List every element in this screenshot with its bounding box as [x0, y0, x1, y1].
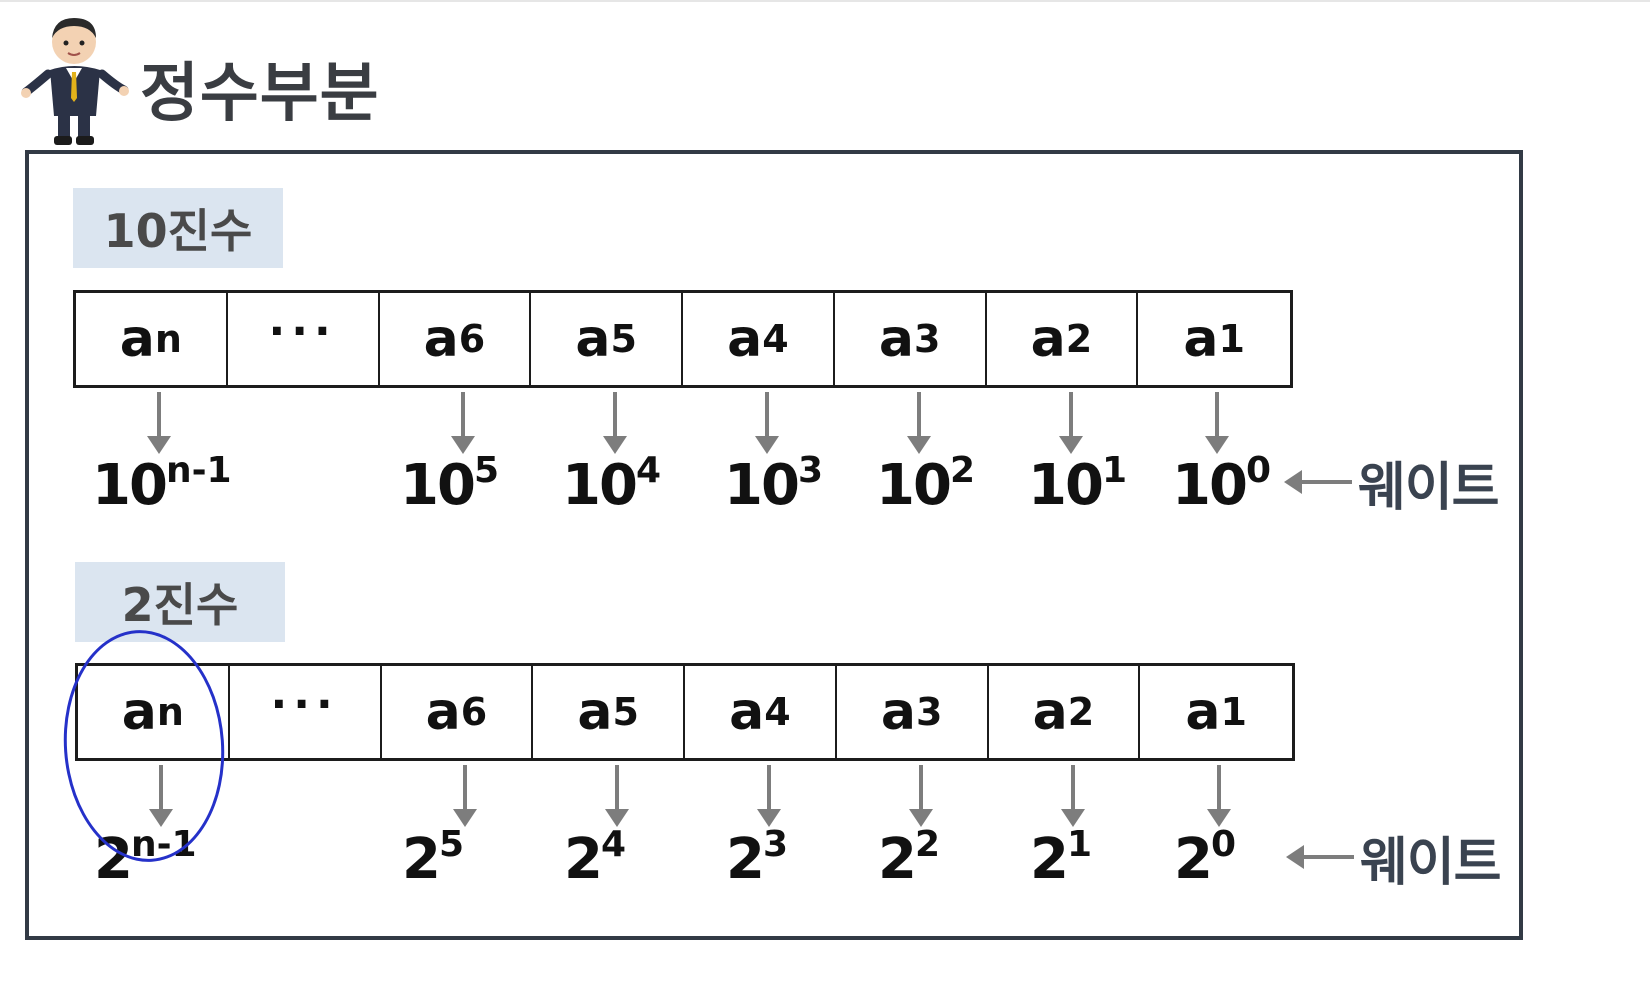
down-arrow-icon [1207, 765, 1231, 827]
binary-weight-0: 20 [1174, 824, 1237, 892]
down-arrow-icon [1205, 392, 1229, 454]
down-arrow-icon [603, 392, 627, 454]
binary-weight-1: 21 [1030, 824, 1093, 892]
down-arrow-icon [605, 765, 629, 827]
down-arrow-icon [453, 765, 477, 827]
digit-cell-ellipsis: ··· [228, 293, 380, 385]
content-frame [25, 150, 1523, 940]
down-arrow-icon [907, 392, 931, 454]
decimal-weight-2: 102 [876, 450, 975, 518]
binary-weight-5: 25 [402, 824, 465, 892]
top-divider [0, 0, 1650, 2]
down-arrow-icon [1059, 392, 1083, 454]
decimal-label: 10진수 [73, 188, 283, 268]
decimal-weight-4: 104 [562, 450, 661, 518]
binary-weight-3: 23 [726, 824, 789, 892]
down-arrow-icon [149, 765, 173, 827]
binary-weight-4: 24 [564, 824, 627, 892]
down-arrow-icon [755, 392, 779, 454]
decimal-weight-5: 105 [400, 450, 499, 518]
down-arrow-icon [451, 392, 475, 454]
binary-label: 2진수 [75, 562, 285, 642]
down-arrow-icon [147, 392, 171, 454]
binary-weight-note: 웨이트 [1286, 822, 1502, 893]
down-arrow-icon [1061, 765, 1085, 827]
digit-cell-ellipsis: ··· [230, 666, 382, 758]
down-arrow-icon [757, 765, 781, 827]
weight-note-label: 웨이트 [1358, 457, 1500, 518]
decimal-weight-n-1: 10n-1 [92, 450, 232, 518]
binary-weight-2: 22 [878, 824, 941, 892]
decimal-weight-0: 100 [1172, 450, 1271, 518]
left-arrow-icon [1286, 845, 1354, 869]
businessman-mascot-icon [21, 18, 129, 145]
weight-note-label: 웨이트 [1360, 832, 1502, 893]
decimal-weight-3: 103 [724, 450, 823, 518]
binary-weight-n-1: 2n-1 [94, 824, 197, 892]
decimal-weight-note: 웨이트 [1284, 447, 1500, 518]
left-arrow-icon [1284, 470, 1352, 494]
down-arrow-icon [909, 765, 933, 827]
page-title: 정수부분 [140, 57, 380, 131]
decimal-weight-1: 101 [1028, 450, 1127, 518]
